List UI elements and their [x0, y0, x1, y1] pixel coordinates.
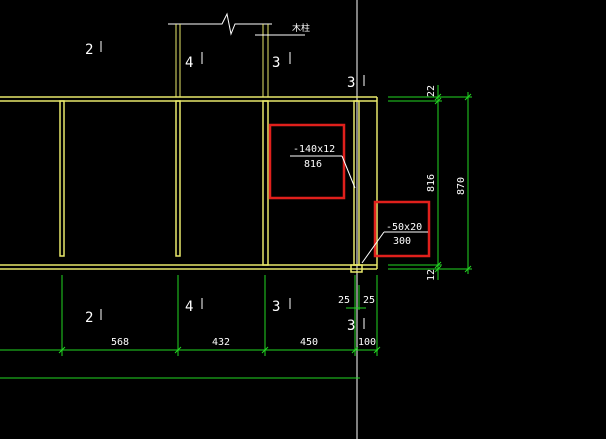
- bottom-dimensions: [0, 275, 381, 379]
- section-mark-3-bot: 3: [272, 299, 280, 315]
- break-line: [168, 12, 305, 97]
- section-mark-2-top: 2: [85, 42, 93, 58]
- right-dimension-labels: 22 816 12 870: [426, 85, 467, 281]
- dim-25-right: 25: [363, 295, 375, 306]
- callout-length: 816: [304, 159, 322, 170]
- dim-12: 12: [426, 269, 437, 281]
- callout-plate-50: -50x20 300: [361, 200, 431, 264]
- callout-length: 300: [393, 236, 411, 247]
- section-mark-3-botright: 3: [347, 318, 355, 334]
- break-label: 木柱: [292, 22, 310, 34]
- highlight-box: [373, 200, 431, 258]
- callout-label: -50x20: [386, 222, 422, 233]
- dim-450: 450: [300, 337, 318, 348]
- section-mark-3-top: 3: [272, 55, 280, 71]
- dim-816: 816: [426, 174, 437, 192]
- callout-label: -140x12: [293, 144, 335, 155]
- section-mark-4-top: 4: [185, 55, 193, 71]
- dim-870: 870: [456, 177, 467, 195]
- section-mark-2-bot: 2: [85, 310, 93, 326]
- section-marks: 2 4 3 3 2 4 3 3: [85, 41, 365, 334]
- callout-plate-140: -140x12 816: [268, 123, 356, 200]
- dim-568: 568: [111, 337, 129, 348]
- bottom-dimension-labels: 568 432 450 100 25 25: [111, 295, 376, 348]
- section-mark-4-bot: 4: [185, 299, 193, 315]
- dim-25-left: 25: [338, 295, 350, 306]
- right-dimensions: [388, 85, 472, 280]
- steel-beam: [0, 96, 378, 273]
- dim-22: 22: [426, 85, 437, 97]
- section-mark-3-topright: 3: [347, 75, 355, 91]
- dim-432: 432: [212, 337, 230, 348]
- dim-100: 100: [358, 337, 376, 348]
